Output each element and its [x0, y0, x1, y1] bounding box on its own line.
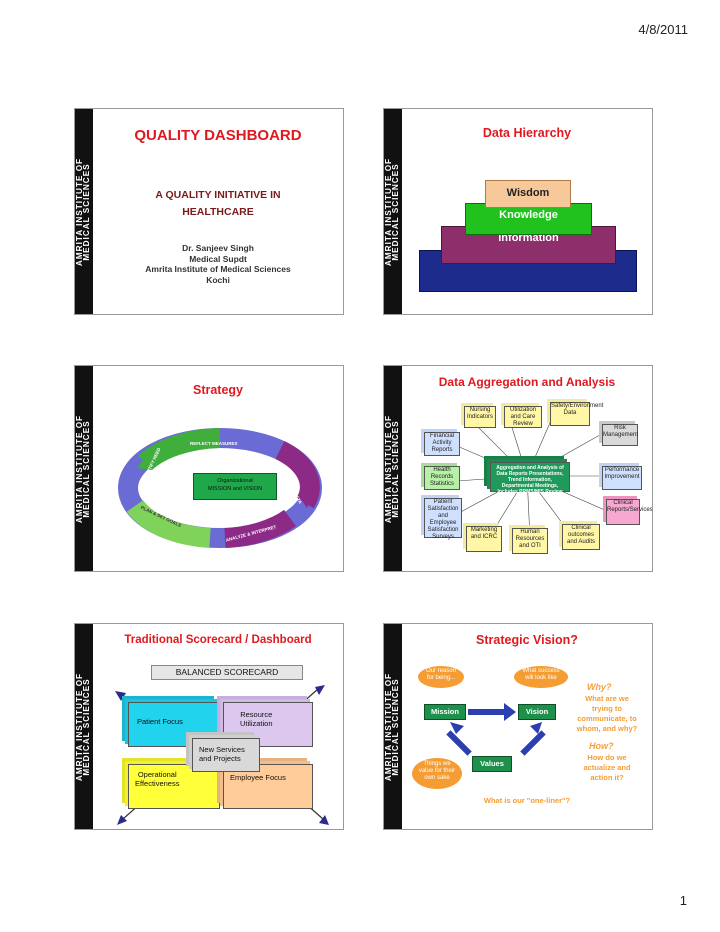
- how-heading: How?: [589, 741, 614, 751]
- slide-author-block: Dr. Sanjeev Singh Medical Supdt Amrita I…: [93, 243, 343, 285]
- mission-box: Mission: [424, 704, 466, 720]
- slide-title: Strategy: [192, 383, 244, 397]
- agg-center-box: Aggregation and Analysis of Data Reports…: [490, 462, 570, 495]
- slide-title: Data Hierarchy: [482, 126, 572, 140]
- why-text: What are we trying to communicate, to wh…: [576, 694, 638, 733]
- arrow-head-upleft: [450, 722, 464, 734]
- author-name: Dr. Sanjeev Singh: [182, 243, 254, 253]
- author-city: Kochi: [206, 274, 230, 285]
- agg-node: Human Resources and OTI: [512, 528, 548, 554]
- level-knowledge: Knowledge: [465, 203, 592, 235]
- slide-title: Strategic Vision?: [476, 633, 578, 647]
- agg-node: Nursing Indicators: [464, 406, 496, 428]
- one-liner-question: What is our "one-liner"?: [483, 796, 571, 805]
- arrow-head-green: [137, 456, 151, 470]
- cycle-arc-purple-lower: [224, 509, 296, 548]
- cycle-arc-green: [138, 428, 221, 471]
- author-org: Amrita Institute of Medical Sciences: [145, 264, 291, 274]
- bubble-vision-success: What success will look like: [514, 666, 568, 688]
- page-number: 1: [679, 893, 687, 908]
- cycle-arc-lightgreen: [126, 499, 211, 548]
- arrow-head-upright: [530, 722, 542, 734]
- quadrant-resource-utilization: Resource Utilization: [223, 702, 313, 747]
- how-text: How do we actualize and action it?: [583, 753, 631, 782]
- slide-title: Data Aggregation and Analysis: [438, 375, 616, 389]
- agg-node: Utilization and Care Review: [504, 406, 542, 428]
- slide-title: QUALITY DASHBOARD: [134, 127, 302, 144]
- vision-arrows: [446, 703, 546, 756]
- bubble-mission-reason: Our reason for being...: [418, 666, 464, 688]
- level-wisdom: Wisdom: [485, 180, 571, 208]
- why-heading: Why?: [587, 682, 612, 692]
- author-role: Medical Supdt: [189, 253, 247, 264]
- strategy-arrow-label: REFLECT MEASURES: [190, 441, 238, 446]
- center-new-services: New Services and Projects: [192, 738, 260, 772]
- agg-node: Safety/Environment Data: [550, 402, 603, 426]
- agg-node: Health Records Statistics: [424, 466, 460, 490]
- agg-node: Financial Activity Reports: [424, 432, 460, 456]
- agg-node: Clinical Reports/Services: [606, 499, 652, 525]
- strategy-cycle-diagram: [118, 428, 322, 548]
- sidebar-line2: MEDICAL SCIENCES: [82, 163, 91, 261]
- arrow-head-purple: [300, 494, 313, 508]
- bubble-values: Things we value for their own sake: [412, 758, 462, 789]
- agg-node: Patient Satisfaction and Employee Satisf…: [424, 498, 462, 540]
- scorecard-banner: BALANCED SCORECARD: [151, 665, 303, 680]
- slide-title: Traditional Scorecard / Dashboard: [124, 634, 312, 646]
- slide-subtitle: A QUALITY INITIATIVE IN HEALTHCARE: [155, 189, 281, 218]
- agg-node: Risk Management: [602, 424, 638, 446]
- strategy-center-box: Organizational MISSION and VISION: [193, 473, 277, 500]
- vision-box: Vision: [518, 704, 556, 720]
- agg-node: Performance Improvement: [602, 466, 642, 490]
- page-date: 4/8/2011: [638, 22, 688, 37]
- values-box: Values: [472, 756, 512, 772]
- agg-node: Marketing and ICRC: [466, 526, 502, 552]
- agg-node: Clinical outcomes and Audits: [562, 524, 600, 550]
